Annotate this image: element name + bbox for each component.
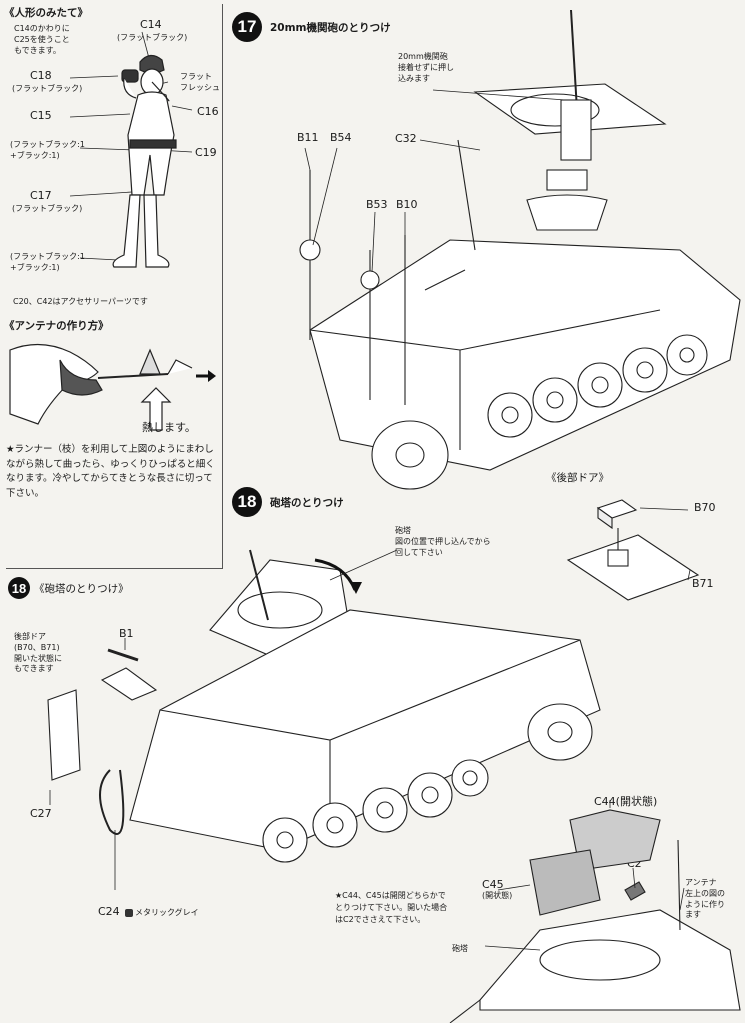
- rear-door-illustration: [566, 499, 700, 601]
- step-18-separator: [6, 568, 223, 569]
- antenna-note-line: アンテナ: [685, 878, 717, 887]
- step-18b-title: 《砲塔のとりつけ》: [34, 583, 129, 595]
- rear-door-title: 《後部ドア》: [546, 472, 609, 484]
- step-17-title: 20mm機関砲のとりつけ: [270, 22, 391, 34]
- antenna-note-line: ように作り: [685, 899, 725, 909]
- gun-note: 20mm機関砲 接着せずに押し 込みます: [398, 52, 454, 84]
- hatch-detail-illustration: [449, 800, 741, 1023]
- flesh-line: フレッシュ: [180, 82, 220, 92]
- antenna-note-line: 左上の図の: [685, 888, 725, 898]
- part-b10-label: B10: [396, 198, 418, 211]
- soldier-figure-illustration: [69, 31, 193, 268]
- part-c18-label: C18: [30, 69, 52, 82]
- gun-note-line: 込みます: [398, 73, 430, 83]
- part-b1-label: B1: [119, 627, 134, 640]
- hatch-note-line: とりつけて下さい。開いた場合: [335, 903, 448, 912]
- flesh-line: フラット: [180, 72, 212, 81]
- c45-code: C45: [482, 878, 504, 891]
- rear-door-open-note: 後部ドア (B70、B71) 開いた状態に もできます: [14, 632, 62, 675]
- column-divider: [222, 4, 223, 569]
- step-18-halftrack-illustration: [47, 549, 601, 890]
- step-18-badge: 18: [232, 487, 262, 517]
- door-note-line: もできます: [14, 664, 54, 674]
- antenna-section-title: 《アンテナの作り方》: [4, 320, 109, 332]
- c14-note-line: もできます。: [14, 45, 61, 55]
- step-17-halftrack-illustration: [299, 9, 741, 490]
- antenna-instructions: ★ランナー（枝）を利用して上図のようにまわしながら熱して曲ったら、ゆっくりひっぱ…: [6, 444, 215, 500]
- figure-section-title: 《人形のみたて》: [4, 7, 88, 19]
- c14-alternative-note: C14のかわりに C25を使うこと もできます。: [14, 24, 70, 56]
- part-c18-paint: (フラットブラック): [12, 84, 83, 93]
- mix-paint-lower: (フラットブラック:1 +ブラック:1): [10, 252, 85, 274]
- hex-paint-icon: [125, 908, 133, 917]
- step-18-title: 砲塔のとりつけ: [270, 497, 344, 509]
- part-b53-label: B53: [366, 198, 388, 211]
- c45-state: (開状態): [482, 891, 513, 901]
- part-b54-label: B54: [330, 131, 352, 144]
- hatch-note-line: ★C44、C45は開閉どちらかで: [335, 891, 446, 900]
- turret-note-line: 図の位置で押し込んでから: [395, 536, 491, 546]
- antenna-heating-illustration: [9, 343, 216, 431]
- part-c14-label: C14: [140, 18, 162, 31]
- hatch-open-note: ★C44、C45は開閉どちらかで とりつけて下さい。開いた場合 はC2でささえて…: [335, 890, 447, 926]
- part-c15-label: C15: [30, 109, 52, 122]
- part-c17-paint: (フラットブラック): [12, 204, 83, 213]
- door-note-line: 後部ドア: [14, 632, 46, 641]
- part-c27-label: C27: [30, 807, 52, 820]
- antenna-hatch-note: アンテナ 左上の図の ように作り ます: [685, 878, 725, 921]
- part-c16-label: C16: [197, 105, 219, 118]
- gun-note-line: 接着せずに押し: [398, 62, 454, 72]
- antenna-note-line: ます: [685, 910, 701, 920]
- c24-paint-label: メタリックグレイ: [125, 908, 199, 917]
- accessory-note: C20、C42はアクセサリーパーツです: [13, 297, 148, 306]
- c24-paint-text: メタリックグレイ: [135, 908, 199, 917]
- part-b70-label: B70: [694, 501, 716, 514]
- part-c14-paint: (フラットブラック): [117, 33, 188, 42]
- door-note-line: 開いた状態に: [14, 653, 62, 663]
- mix-paint-upper: (フラットブラック:1 +ブラック:1): [10, 140, 85, 162]
- part-b71-label: B71: [692, 577, 714, 590]
- gun-note-line: 20mm機関砲: [398, 52, 448, 61]
- part-b11-label: B11: [297, 131, 319, 144]
- turret-note-line: 回して下さい: [395, 547, 443, 557]
- part-c17-label: C17: [30, 189, 52, 202]
- part-c24-label: C24: [98, 905, 120, 918]
- part-c19-label: C19: [195, 146, 217, 159]
- c14-note-line: C14のかわりに: [14, 24, 70, 33]
- c14-note-line: C25を使うこと: [14, 34, 70, 44]
- hatch-note-line: はC2でささえて下さい。: [335, 915, 426, 924]
- mix-line: +ブラック:1): [10, 150, 60, 160]
- part-c45-label: C45 (開状態): [482, 878, 512, 901]
- turret-note-line: 砲塔: [395, 526, 411, 535]
- heat-label: 熱します。: [142, 421, 196, 434]
- mix-line: (フラットブラック:1: [10, 252, 85, 261]
- flesh-paint-label: フラット フレッシュ: [180, 72, 220, 94]
- step-17-badge: 17: [232, 12, 262, 42]
- step-18b-badge: 18: [8, 577, 30, 599]
- door-note-line: (B70、B71): [14, 642, 60, 652]
- turret-note: 砲塔 図の位置で押し込んでから 回して下さい: [395, 526, 491, 558]
- turret-label: 砲塔: [452, 944, 468, 953]
- mix-line: (フラットブラック:1: [10, 140, 85, 149]
- mix-line: +ブラック:1): [10, 262, 60, 272]
- part-c32-label: C32: [395, 132, 417, 145]
